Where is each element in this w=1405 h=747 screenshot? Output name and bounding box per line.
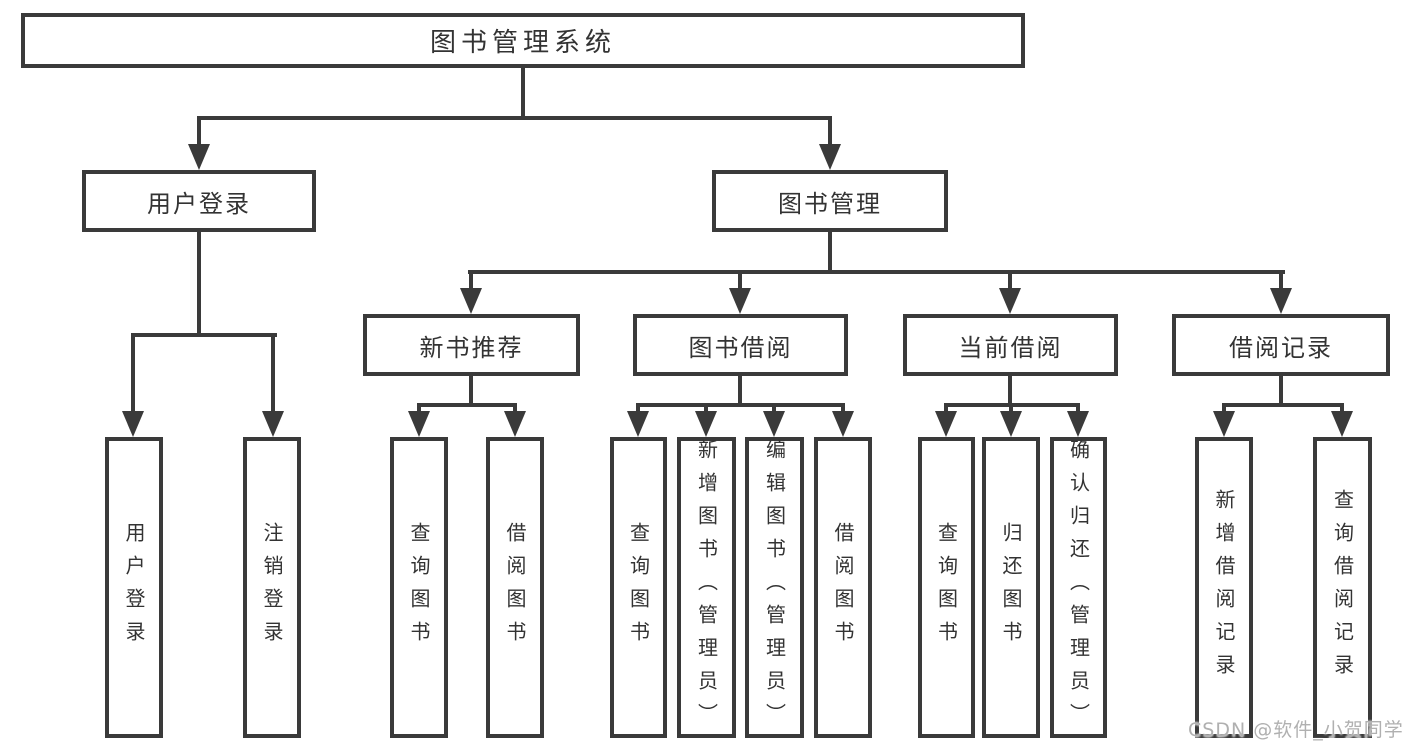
arrowhead-down-icon bbox=[1213, 411, 1235, 437]
node-current-borrowing: 当前借阅 bbox=[903, 314, 1118, 376]
arrowhead-down-icon bbox=[695, 411, 717, 437]
arrowhead-down-icon bbox=[729, 288, 751, 314]
arrowhead-down-icon bbox=[1000, 411, 1022, 437]
node-library-system: 图书管理系统 bbox=[21, 13, 1025, 68]
leaf-user-login-label: 用户登录 bbox=[122, 521, 146, 654]
leaf-query-books-current: 查询图书 bbox=[918, 437, 975, 738]
leaf-add-books-admin-label: 新增图书（管理员） bbox=[694, 439, 719, 736]
leaf-query-borrow-record-label: 查询借阅记录 bbox=[1330, 488, 1355, 687]
arrowhead-down-icon bbox=[832, 411, 854, 437]
leaf-logout: 注销登录 bbox=[243, 437, 301, 738]
leaf-query-books-current-label: 查询图书 bbox=[934, 521, 959, 654]
connector-mgmt-hline bbox=[468, 270, 1285, 274]
leaf-add-borrow-record-label: 新增借阅记录 bbox=[1212, 488, 1236, 687]
node-book-management-label: 图书管理 bbox=[778, 189, 882, 218]
node-new-book-recommendation: 新书推荐 bbox=[363, 314, 580, 376]
leaf-return-books-label: 归还图书 bbox=[999, 521, 1023, 654]
connector-drop-records bbox=[1279, 272, 1283, 290]
arrowhead-down-icon bbox=[1067, 411, 1089, 437]
connector-borrow-stub bbox=[738, 374, 742, 407]
leaf-confirm-return-admin-label: 确认归还（管理员） bbox=[1066, 439, 1091, 736]
connector-drop-borrow bbox=[738, 272, 742, 290]
arrowhead-down-icon bbox=[262, 411, 284, 437]
leaf-borrow-books-borrow-label: 借阅图书 bbox=[831, 521, 855, 654]
node-borrowing-records: 借阅记录 bbox=[1172, 314, 1390, 376]
leaf-add-borrow-record: 新增借阅记录 bbox=[1195, 437, 1253, 738]
arrowhead-down-icon bbox=[1331, 411, 1353, 437]
connector-root-hline bbox=[197, 116, 832, 120]
connector-borrow-hline bbox=[636, 403, 845, 407]
leaf-return-books: 归还图书 bbox=[982, 437, 1040, 738]
node-borrowing-records-label: 借阅记录 bbox=[1229, 333, 1333, 362]
leaf-query-books-borrow-label: 查询图书 bbox=[626, 521, 651, 654]
connector-user-hline bbox=[131, 333, 277, 337]
leaf-query-books-borrow: 查询图书 bbox=[610, 437, 667, 738]
arrowhead-down-icon bbox=[460, 288, 482, 314]
arrowhead-down-icon bbox=[763, 411, 785, 437]
leaf-edit-books-admin-label: 编辑图书（管理员） bbox=[762, 439, 787, 736]
node-book-borrowing-label: 图书借阅 bbox=[688, 333, 793, 362]
connector-drop-recommend bbox=[469, 272, 473, 290]
connector-mgmt-stub bbox=[828, 230, 832, 274]
connector-drop-leaf-logout bbox=[271, 335, 275, 413]
arrowhead-down-icon bbox=[627, 411, 649, 437]
connector-root-stub bbox=[521, 66, 525, 120]
leaf-query-books-recommend: 查询图书 bbox=[390, 437, 448, 738]
node-user-login-label: 用户登录 bbox=[147, 189, 251, 218]
leaf-add-books-admin: 新增图书（管理员） bbox=[677, 437, 736, 738]
arrowhead-down-icon bbox=[122, 411, 144, 437]
leaf-query-borrow-record: 查询借阅记录 bbox=[1313, 437, 1372, 738]
connector-recommend-stub bbox=[469, 374, 473, 407]
arrowhead-down-icon bbox=[935, 411, 957, 437]
node-new-book-recommendation-label: 新书推荐 bbox=[419, 333, 524, 362]
node-book-management: 图书管理 bbox=[712, 170, 948, 232]
connector-drop-user-login bbox=[197, 118, 201, 148]
arrowhead-down-icon bbox=[1270, 288, 1292, 314]
leaf-user-login: 用户登录 bbox=[105, 437, 163, 738]
node-current-borrowing-label: 当前借阅 bbox=[958, 333, 1063, 362]
connector-user-stub bbox=[197, 230, 201, 337]
node-user-login: 用户登录 bbox=[82, 170, 316, 232]
leaf-query-books-recommend-label: 查询图书 bbox=[407, 521, 431, 654]
watermark: CSDN @软件_小贺同学 bbox=[1188, 719, 1404, 741]
arrowhead-down-icon bbox=[999, 288, 1021, 314]
leaf-borrow-books-recommend-label: 借阅图书 bbox=[503, 521, 527, 654]
arrowhead-down-icon bbox=[504, 411, 526, 437]
leaf-logout-label: 注销登录 bbox=[260, 521, 284, 654]
arrowhead-down-icon bbox=[408, 411, 430, 437]
connector-drop-current bbox=[1008, 272, 1012, 290]
leaf-borrow-books-recommend: 借阅图书 bbox=[486, 437, 544, 738]
connector-records-hline bbox=[1222, 403, 1344, 407]
connector-recommend-hline bbox=[417, 403, 517, 407]
leaf-edit-books-admin: 编辑图书（管理员） bbox=[745, 437, 804, 738]
leaf-borrow-books-borrow: 借阅图书 bbox=[814, 437, 872, 738]
leaf-confirm-return-admin: 确认归还（管理员） bbox=[1050, 437, 1107, 738]
arrowhead-down-icon bbox=[188, 144, 210, 170]
node-book-borrowing: 图书借阅 bbox=[633, 314, 848, 376]
connector-records-stub bbox=[1279, 374, 1283, 407]
node-library-system-label: 图书管理系统 bbox=[429, 28, 616, 58]
arrowhead-down-icon bbox=[819, 144, 841, 170]
connector-drop-book-management bbox=[828, 118, 832, 148]
connector-current-stub bbox=[1008, 374, 1012, 407]
connector-drop-leaf-user-login bbox=[131, 335, 135, 413]
